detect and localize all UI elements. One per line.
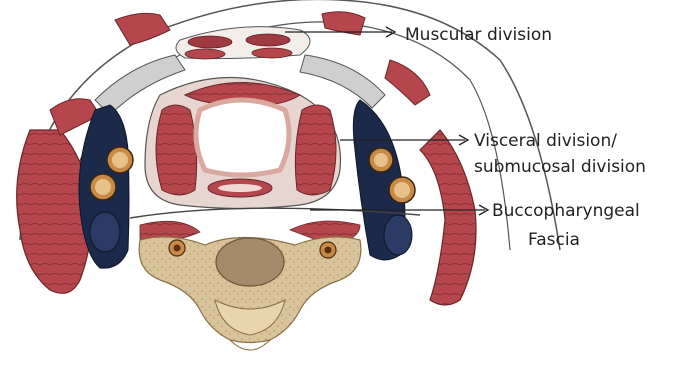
label-muscular-division: Muscular division [405, 25, 552, 45]
vertebra [139, 221, 361, 350]
right-carotid-sheath [353, 100, 415, 260]
visceral-thyroid [145, 78, 341, 209]
right-fascia-band [300, 55, 385, 108]
label-visceral-division-line2: submucosal division [474, 157, 646, 177]
label-buccopharyngeal-line1: Buccopharyngeal [492, 201, 640, 221]
label-buccopharyngeal-line2: Fascia [528, 230, 580, 250]
label-visceral-division-line1: Visceral division/ [474, 131, 617, 151]
trachea [196, 100, 289, 175]
left-carotid-sheath [79, 105, 133, 268]
